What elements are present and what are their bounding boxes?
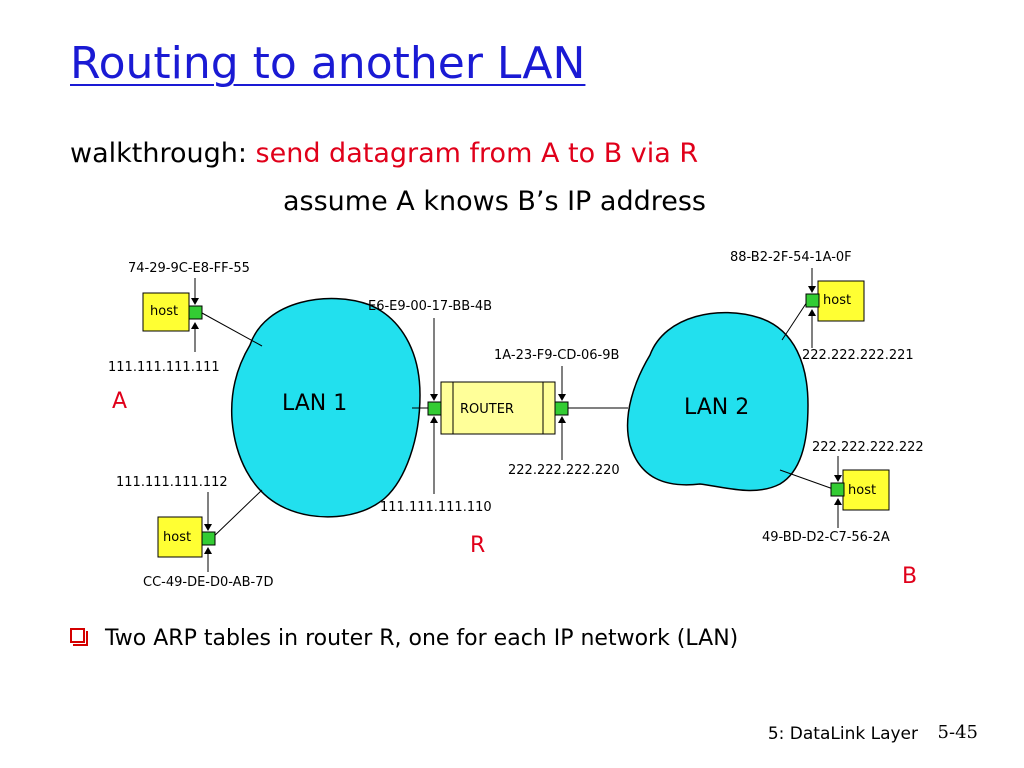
tag-b: B xyxy=(902,564,917,589)
router-label: ROUTER xyxy=(460,402,514,417)
host-a-mac: 74-29-9C-E8-FF-55 xyxy=(128,261,250,276)
host-lan2-first: host xyxy=(805,280,865,322)
tag-r: R xyxy=(470,533,485,558)
tag-a: A xyxy=(112,389,127,414)
router-left-mac: E6-E9-00-17-BB-4B xyxy=(368,299,492,314)
host-b-label: host xyxy=(848,483,876,498)
slide-title: Routing to another LAN xyxy=(70,38,586,89)
network-diagram: LAN 1 LAN 2 host host host host ROUTER xyxy=(108,250,924,590)
host-b: host xyxy=(830,469,890,511)
host-lan1-second: host xyxy=(157,516,216,558)
host-lan1-second-mac: CC-49-DE-D0-AB-7D xyxy=(143,575,273,590)
host-a-label: host xyxy=(150,304,178,319)
footer-page-number: 5-45 xyxy=(937,722,978,743)
lan2-label: LAN 2 xyxy=(684,395,749,420)
host-lan1-second-label: host xyxy=(163,530,191,545)
lan1-cloud xyxy=(230,297,421,518)
walkthrough-line: walkthrough: send datagram from A to B v… xyxy=(70,138,698,169)
host-b-mac: 49-BD-D2-C7-56-2A xyxy=(762,530,890,545)
footer-chapter: 5: DataLink Layer xyxy=(767,724,918,744)
router: ROUTER xyxy=(427,381,569,435)
lan1-label: LAN 1 xyxy=(282,391,347,416)
walkthrough-highlight: send datagram from A to B via R xyxy=(255,138,699,169)
bullet-text: Two ARP tables in router R, one for each… xyxy=(105,626,739,651)
walkthrough-prefix: walkthrough: xyxy=(70,138,247,169)
assumption-line: assume A knows B’s IP address xyxy=(283,186,706,217)
host-lan2-first-label: host xyxy=(823,293,851,308)
host-b-ip: 222.222.222.222 xyxy=(812,440,924,455)
host-lan1-second-ip: 111.111.111.112 xyxy=(116,475,228,490)
host-a: host xyxy=(142,292,203,332)
host-lan2-first-mac: 88-B2-2F-54-1A-0F xyxy=(730,250,852,265)
lan2-cloud xyxy=(626,311,809,492)
bullet-item: Two ARP tables in router R, one for each… xyxy=(70,626,738,651)
host-a-ip: 111.111.111.111 xyxy=(108,360,220,375)
host-lan2-first-ip: 222.222.222.221 xyxy=(802,348,914,363)
router-right-mac: 1A-23-F9-CD-06-9B xyxy=(494,348,619,363)
router-left-ip: 111.111.111.110 xyxy=(380,500,492,515)
bullet-box-icon xyxy=(70,628,88,646)
router-right-ip: 222.222.222.220 xyxy=(508,463,620,478)
